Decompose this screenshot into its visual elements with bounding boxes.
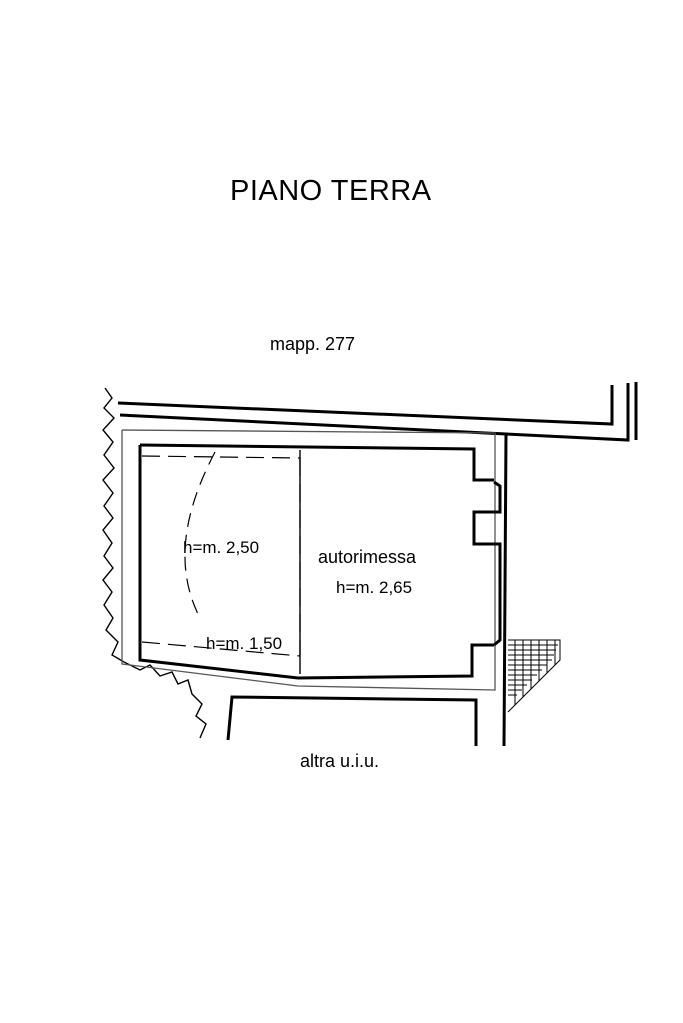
right-wall	[472, 432, 508, 747]
page-title: PIANO TERRA	[230, 175, 432, 207]
height-label-left: h=m. 2,50	[183, 538, 260, 557]
bottom-unit-wall	[226, 695, 478, 746]
top-boundary-wall	[117, 382, 638, 442]
height-label-room: h=m. 2,65	[336, 578, 413, 597]
external-stairs	[507, 639, 561, 713]
parcel-label: mapp. 277	[270, 334, 356, 354]
left-terrain-edge	[102, 387, 207, 739]
room-outline	[138, 443, 494, 680]
neighbour-unit-label: altra u.i.u.	[300, 751, 380, 771]
room-name-label: autorimessa	[318, 547, 417, 567]
thin-perimeter-line	[121, 429, 496, 691]
ceiling-arc	[184, 451, 216, 619]
height-label-low: h=m. 1,50	[206, 634, 283, 653]
